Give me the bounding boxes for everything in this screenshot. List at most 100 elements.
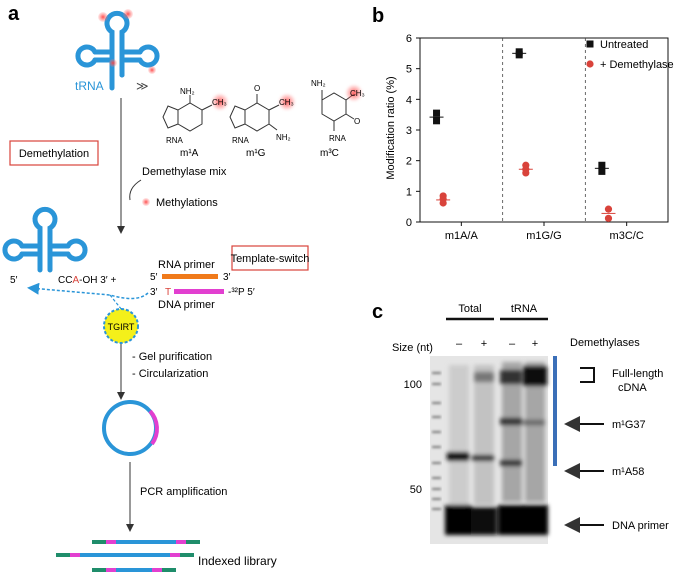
panel-c: c Total tRNA Demethylases Size (nt) – + … xyxy=(372,301,669,544)
methylation-dot xyxy=(109,59,117,67)
rna-label: RNA xyxy=(166,136,184,145)
group-trna-label: tRNA xyxy=(511,303,538,315)
trna-label: tRNA xyxy=(75,79,104,93)
cdna-synthesis-arrow xyxy=(27,282,149,300)
methyl-highlight xyxy=(279,94,295,110)
x-tick-label: m3C/C xyxy=(610,230,644,242)
circularization-step: - Circularization xyxy=(132,368,208,380)
data-point-demethylase xyxy=(522,169,530,177)
trna-end-seq: CCA-OH 3′ + xyxy=(58,275,116,286)
legend-label: + Demethylase xyxy=(600,59,674,71)
template-switch-box xyxy=(231,245,309,271)
panel-a-label: a xyxy=(8,3,20,25)
dna-primer-p: -³²P 5′ xyxy=(228,287,255,298)
lane-sign: + xyxy=(532,338,538,350)
data-point-demethylase xyxy=(604,205,613,213)
dna-primer-3prime: 3′ xyxy=(150,287,158,298)
nh2-label: NH₂ xyxy=(180,87,195,96)
m1g-name: m¹G xyxy=(246,148,266,159)
group-total-label: Total xyxy=(458,303,481,315)
o-label: O xyxy=(254,84,260,93)
data-point-demethylase xyxy=(604,214,613,222)
demethylase-mix-label: Demethylase mix xyxy=(142,166,227,178)
demethylases-label: Demethylases xyxy=(570,337,640,349)
o-label: O xyxy=(354,117,360,126)
trna-structure-top xyxy=(75,10,160,91)
indexed-library-label: Indexed library xyxy=(198,554,277,568)
full-length-label: Full-length xyxy=(612,368,663,380)
m1a-name: m¹A xyxy=(180,148,199,159)
lane-sign: – xyxy=(509,338,516,350)
x-tick-label: m1A/A xyxy=(445,230,479,242)
methylation-legend-dot xyxy=(142,198,150,206)
dna-primer-t: T xyxy=(165,287,171,298)
tgirt-label: TGIRT xyxy=(108,322,135,332)
ch3-label: CH₃ xyxy=(279,98,294,107)
dna-primer-label: DNA primer xyxy=(158,299,215,311)
m1a58-label: m¹A58 xyxy=(612,466,644,478)
marker-100-label: 100 xyxy=(404,379,422,391)
legend-label: Untreated xyxy=(600,39,648,51)
data-point-untreated xyxy=(598,161,606,169)
lane-sign: – xyxy=(456,338,463,350)
data-point-untreated xyxy=(598,167,606,175)
trna-5prime: 5′ xyxy=(10,275,18,286)
y-tick-label: 4 xyxy=(406,94,412,106)
demethylation-label: Demethylation xyxy=(19,148,89,160)
m3c-structure xyxy=(321,90,355,131)
rna-label: RNA xyxy=(329,134,347,143)
nh2-label: NH₂ xyxy=(311,79,326,88)
lane-sign: + xyxy=(481,338,487,350)
gel-image xyxy=(430,356,548,544)
trna-structure-lower xyxy=(2,206,88,273)
methylations-legend-label: Methylations xyxy=(156,197,218,209)
circular-cdna xyxy=(102,400,158,456)
y-tick-label: 2 xyxy=(406,156,412,168)
methylation-dot xyxy=(123,9,133,19)
bracket-icon xyxy=(580,367,595,383)
panel-c-label: c xyxy=(372,301,383,323)
dna-primer-band-label: DNA primer xyxy=(612,520,669,532)
y-tick-label: 5 xyxy=(406,64,412,76)
demethylation-box xyxy=(9,140,99,166)
m1g37-label: m¹G37 xyxy=(612,419,646,431)
methyl-highlight xyxy=(346,85,362,101)
panel-a: a tRNA ≫ NH₂ CH₃ RNA m¹A xyxy=(2,3,365,572)
y-tick-label: 6 xyxy=(406,33,412,45)
tgirt-enzyme xyxy=(103,308,139,344)
template-switch-label: Template-switch xyxy=(231,253,310,265)
methyl-highlight xyxy=(212,94,228,110)
rna-label: RNA xyxy=(232,136,250,145)
data-point-demethylase xyxy=(439,199,447,207)
nh2-label: NH₂ xyxy=(276,133,291,142)
m1g-structure xyxy=(229,94,280,132)
marker-50-label: 50 xyxy=(410,484,422,496)
panel-b-label: b xyxy=(372,5,384,27)
curved-arrow-icon xyxy=(129,179,142,201)
rna-primer-label: RNA primer xyxy=(158,259,215,271)
data-point-untreated xyxy=(433,109,441,117)
data-point-untreated xyxy=(515,51,523,59)
methylation-dot xyxy=(148,66,156,74)
gel-purification-step: - Gel purification xyxy=(132,351,212,363)
cdna-label: cDNA xyxy=(618,382,647,394)
data-point-untreated xyxy=(433,117,441,125)
legend-marker-demethylase xyxy=(586,60,594,68)
rna-primer-5prime: 5′ xyxy=(150,272,158,283)
x-tick-label: m1G/G xyxy=(526,230,561,242)
chevron-arrows-icon: ≫ xyxy=(136,79,149,93)
circular-cdna-primer-segment xyxy=(148,409,159,446)
tgirt-link xyxy=(109,294,123,311)
m1a-structure xyxy=(162,95,213,132)
size-label: Size (nt) xyxy=(392,342,433,354)
ch3-label: CH₃ xyxy=(350,89,365,98)
legend-marker-untreated xyxy=(586,40,594,48)
y-axis-label: Modification ratio (%) xyxy=(385,76,397,179)
rna-primer-3prime: 3′ xyxy=(223,272,231,283)
pcr-amplification-label: PCR amplification xyxy=(140,486,227,498)
methylation-dot xyxy=(98,12,108,22)
